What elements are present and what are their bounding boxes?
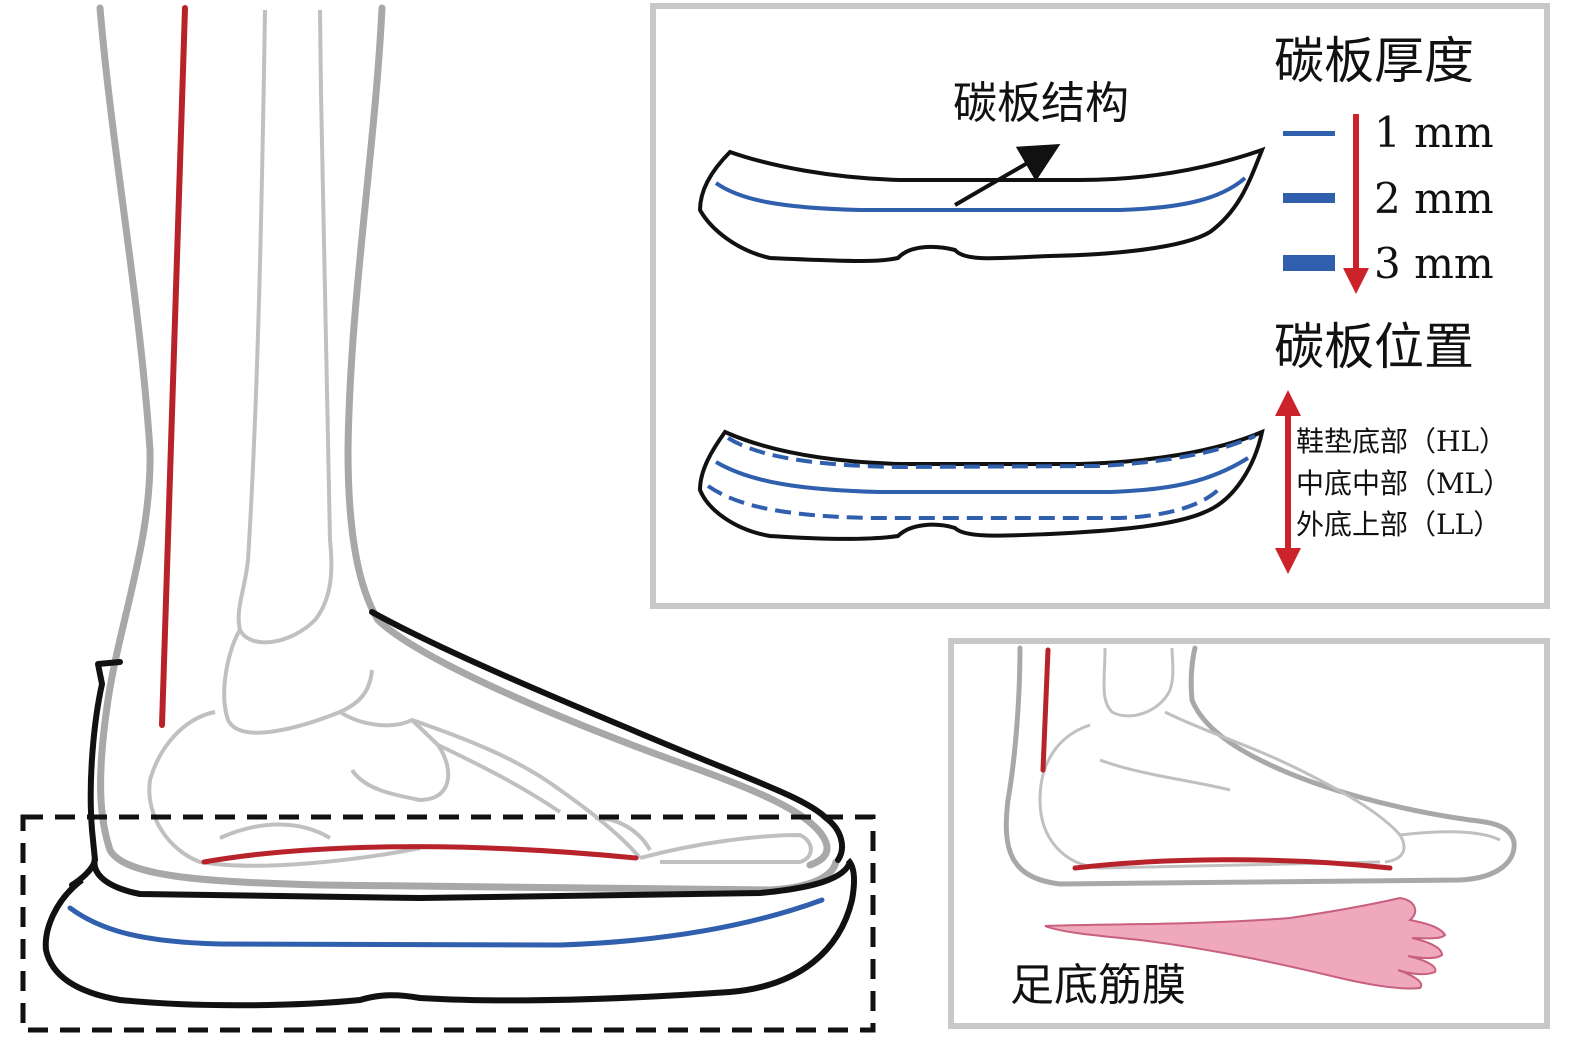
position-item-hl: 鞋垫底部（HL） xyxy=(1296,425,1507,458)
position-arrow-head-up xyxy=(1275,390,1301,416)
plantar-fascia-panel: 足底筋膜 xyxy=(948,638,1550,1029)
plantar-fascia-shape xyxy=(1044,896,1447,990)
thickness-swatch-3mm xyxy=(1283,255,1335,271)
plantar-fascia-line xyxy=(201,844,639,865)
main-shoe-illustration xyxy=(20,4,876,1033)
position-item-ml: 中底中部（ML） xyxy=(1296,467,1511,500)
shoe-carbon-plate xyxy=(67,897,825,948)
position-title: 碳板位置 xyxy=(1274,318,1474,376)
thickness-item-1: 1 mm xyxy=(1374,108,1494,157)
thickness-swatch-1mm xyxy=(1283,131,1335,136)
sole-diagram-positions xyxy=(697,428,1265,541)
thickness-arrow-head xyxy=(1343,268,1369,294)
position-arrow-head-down xyxy=(1275,548,1301,574)
shoe-sole xyxy=(42,857,858,1009)
leg-outline xyxy=(96,4,840,894)
small-foot-tendon xyxy=(1040,647,1393,871)
sole-diagram-structure: 碳板结构 xyxy=(697,78,1266,263)
achilles-tendon xyxy=(159,5,188,728)
thickness-legend: 碳板厚度 1 mm 2 mm 3 mm xyxy=(1274,32,1494,294)
thickness-swatch-2mm xyxy=(1283,193,1335,203)
small-foot-bones xyxy=(1038,647,1501,870)
position-item-ll: 外底上部（LL） xyxy=(1296,508,1501,541)
zoom-region-box xyxy=(20,814,876,1033)
shoe-upper xyxy=(69,609,845,888)
structure-pointer-arrow xyxy=(953,143,1061,207)
fascia-label: 足底筋膜 xyxy=(1010,960,1186,1011)
structure-label: 碳板结构 xyxy=(953,78,1129,129)
thickness-item-2: 2 mm xyxy=(1374,174,1494,223)
plate-parameters-panel: 碳板结构 碳板厚度 1 mm 2 mm 3 mm 碳板位置 鞋垫 xyxy=(650,3,1550,609)
small-foot-outline xyxy=(1003,645,1517,887)
thickness-title: 碳板厚度 xyxy=(1274,32,1474,90)
thickness-item-3: 3 mm xyxy=(1374,239,1494,288)
position-legend: 碳板位置 鞋垫底部（HL） 中底中部（ML） 外底上部（LL） xyxy=(1274,318,1511,574)
